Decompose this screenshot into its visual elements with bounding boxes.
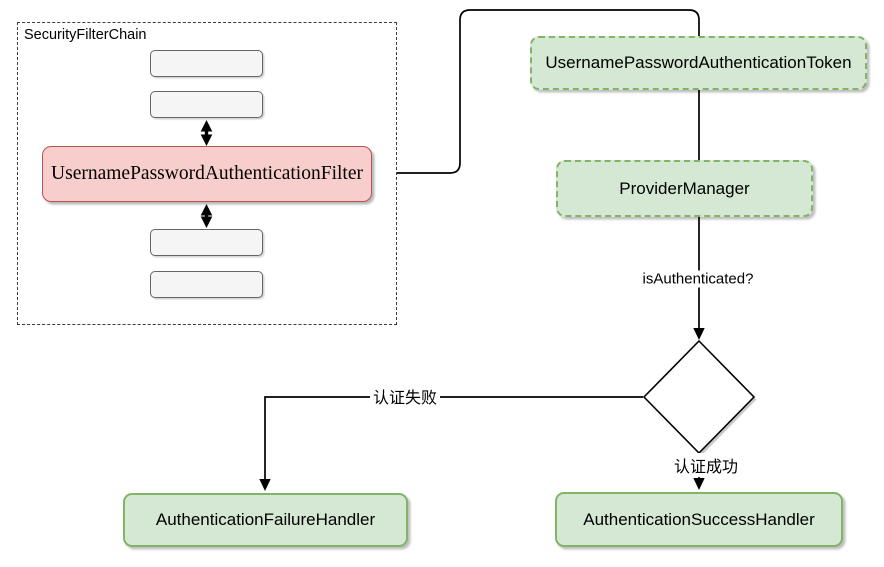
auth-failure-label: 认证失败 — [369, 384, 441, 408]
arrowhead-into-failure-handler — [259, 479, 271, 491]
double-arrow-bottom — [200, 204, 213, 228]
filter-placeholder-box-2 — [150, 91, 263, 118]
double-arrow-top — [200, 120, 213, 146]
arrowhead-into-diamond — [693, 328, 705, 340]
auth-success-label: 认证成功 — [670, 453, 742, 477]
authentication-success-handler-node: AuthenticationSuccessHandler — [555, 492, 843, 547]
is-authenticated-label: isAuthenticated? — [639, 270, 757, 288]
username-password-authentication-token-node: UsernamePasswordAuthenticationToken — [530, 36, 867, 90]
decision-diamond — [642, 339, 756, 455]
arrowhead-into-success-handler — [693, 478, 705, 490]
security-filter-chain-label: SecurityFilterChain — [24, 27, 147, 43]
filter-placeholder-box-1 — [150, 50, 263, 77]
filter-to-diamond-connector — [396, 9, 700, 328]
filter-placeholder-box-4 — [150, 271, 263, 298]
filter-placeholder-box-3 — [150, 229, 263, 256]
authentication-failure-handler-node: AuthenticationFailureHandler — [123, 493, 408, 547]
security-filter-chain-group — [17, 22, 397, 325]
failure-branch-connector — [264, 396, 643, 479]
provider-manager-node: ProviderManager — [556, 160, 813, 217]
username-password-authentication-filter-node: UsernamePasswordAuthenticationFilter — [42, 146, 372, 202]
